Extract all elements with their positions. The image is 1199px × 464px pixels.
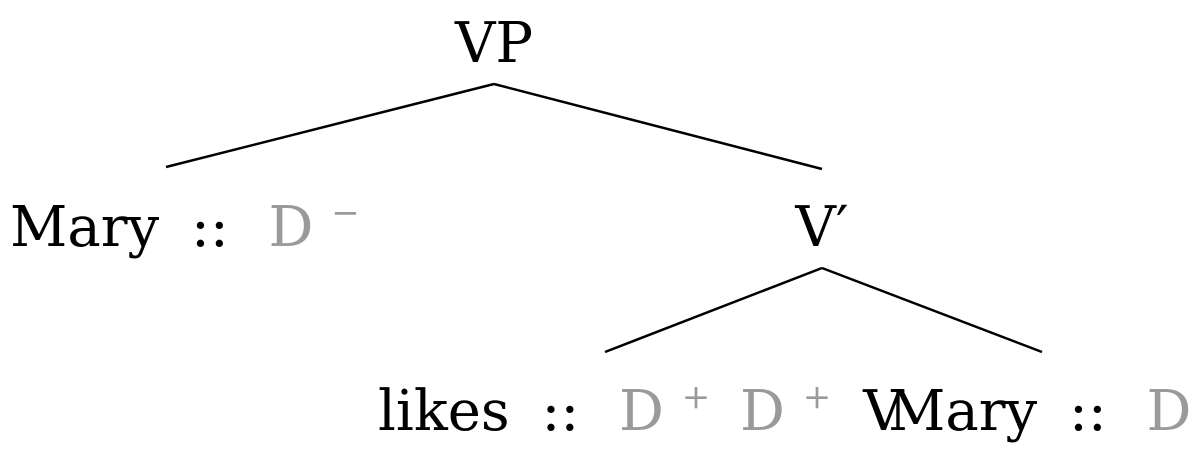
edge-vbar-mary [821,266,1043,354]
feature-d: D [619,379,664,444]
node-vp: VP [454,11,533,76]
separator: :: [1069,379,1107,444]
separator: :: [191,195,229,260]
node-vbar: V′ [794,195,848,260]
separator: :: [541,379,579,444]
feature-sign-minus: − [331,193,360,233]
word-likes: likes [378,379,510,444]
feature-v: V [862,379,905,444]
node-mary-subject: Mary :: D − [10,193,360,260]
word-mary: Mary [10,195,159,260]
feature-d: D [269,195,314,260]
feature-d: D [1147,379,1192,444]
edge-vp-mary [165,82,495,169]
node-mary-object: Mary :: D − [888,377,1199,444]
feature-d: D [740,379,785,444]
edge-vp-vbar [493,82,823,171]
feature-sign-plus: + [803,377,832,417]
feature-sign-plus: + [682,377,711,417]
word-mary: Mary [888,379,1037,444]
node-likes: likes :: D + D + V [378,357,905,444]
edge-vbar-likes [604,266,823,354]
